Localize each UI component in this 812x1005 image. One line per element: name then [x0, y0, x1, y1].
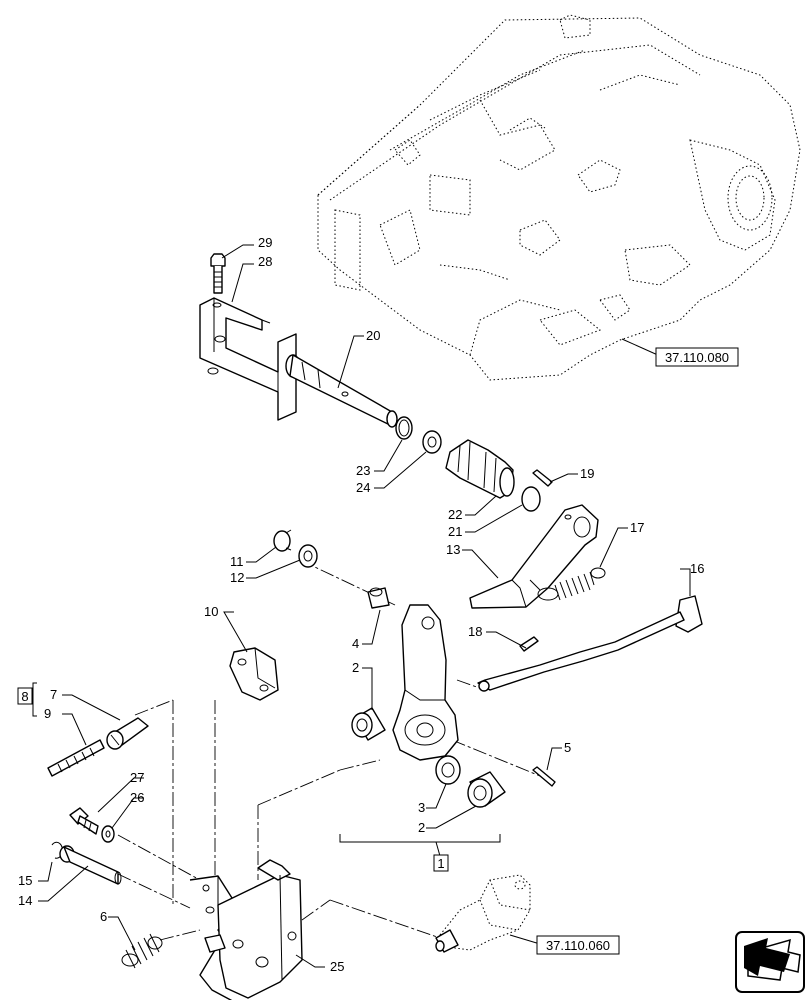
- hitch-fitting: [435, 929, 459, 953]
- callout-2-left: 2: [352, 660, 359, 675]
- callout-7: 6: [100, 909, 107, 924]
- pin-18: [519, 636, 539, 652]
- callout-20: 20: [366, 328, 380, 343]
- svg-text:8: 8: [21, 689, 28, 704]
- callout-15: 13: [446, 542, 460, 557]
- washer-28: [101, 825, 115, 843]
- callout-26: 24: [356, 480, 370, 495]
- callout-10: 9: [44, 706, 51, 721]
- callout-3: 3: [418, 800, 425, 815]
- svg-text:1: 1: [437, 856, 444, 871]
- pin-4: [367, 587, 390, 609]
- pin-21: [532, 469, 553, 487]
- callout-18: 18: [468, 624, 482, 639]
- hitch-bracket-phantom: [439, 874, 531, 951]
- spring-17: [537, 567, 606, 601]
- ref-box-housing[interactable]: 37.110.080: [655, 347, 739, 367]
- assembly-centerlines: [117, 559, 546, 941]
- pin-5: [532, 766, 556, 787]
- callout-19: 15: [18, 873, 32, 888]
- callout-28: 26: [130, 790, 144, 805]
- bushing-2-left: [351, 707, 386, 741]
- callout-21: 19: [580, 466, 594, 481]
- bushing-3: [435, 755, 461, 785]
- callout-12: 14: [18, 893, 32, 908]
- callout-11: 10: [204, 604, 218, 619]
- bushing-23: [445, 439, 515, 499]
- clamp-11: [229, 647, 279, 701]
- ring-22: [521, 486, 541, 512]
- spring-7: [121, 933, 163, 969]
- rod-16: [477, 595, 703, 692]
- bellcrank-lever: [392, 604, 459, 761]
- bushing-2-right: [467, 771, 506, 808]
- callout-16: 16: [690, 561, 704, 576]
- callout-2-right: 2: [418, 820, 425, 835]
- arrow-back-icon[interactable]: [735, 931, 805, 993]
- rear-axle-housing-phantom: [317, 14, 801, 381]
- lever-15: [469, 504, 599, 609]
- group-box-1: 1: [433, 854, 449, 872]
- support-plate-6: [189, 859, 303, 1005]
- callout-17: 17: [630, 520, 644, 535]
- snap-ring-13: [273, 529, 292, 552]
- svg-text:37.110.080: 37.110.080: [665, 350, 729, 365]
- bolt-24: [210, 253, 226, 294]
- bracket-29: [199, 297, 297, 421]
- threaded-rod-10: [47, 739, 105, 777]
- callout-27: 27: [130, 770, 144, 785]
- svg-text:37.110.060: 37.110.060: [546, 938, 610, 953]
- leader-lines: [32, 244, 691, 968]
- circlip-25: [395, 416, 413, 440]
- bolt-9: [106, 717, 149, 750]
- ref-box-bracket[interactable]: 37.110.060: [536, 935, 620, 955]
- shaft-20: [285, 354, 398, 428]
- callout-4: 4: [352, 636, 359, 651]
- callout-6: 25: [330, 959, 344, 974]
- pin-12: [59, 845, 122, 885]
- callout-13: 11: [230, 554, 244, 569]
- washer-26: [422, 430, 442, 454]
- callout-23: 22: [448, 507, 462, 522]
- callout-22: 21: [448, 524, 462, 539]
- callout-5: 5: [564, 740, 571, 755]
- callout-24: 29: [258, 235, 272, 250]
- washer-14: [298, 544, 318, 568]
- callout-25: 23: [356, 463, 370, 478]
- bolt-27: [69, 807, 99, 835]
- callout-29: 28: [258, 254, 272, 269]
- callout-labels: 29 28 20 23 24 22 21 19 13 17 16 18 11 1…: [18, 235, 704, 974]
- callout-14: 12: [230, 570, 244, 585]
- kit-box-8: 8: [17, 687, 33, 705]
- callout-9: 7: [50, 687, 57, 702]
